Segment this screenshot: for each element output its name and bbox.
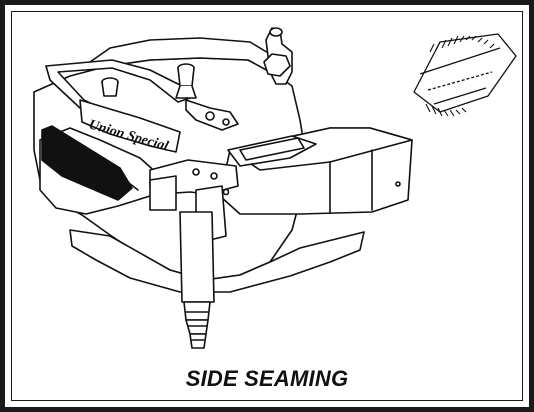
folder-tube-tip <box>185 319 209 335</box>
folder-arm <box>149 175 177 211</box>
folder-tube <box>179 211 215 303</box>
folder-tube-end <box>189 333 207 349</box>
bed-screw <box>395 181 401 187</box>
upper-knob-right <box>175 63 197 99</box>
bracket-screw-1 <box>192 168 200 176</box>
bracket-screw-3 <box>222 188 230 196</box>
caption: SIDE SEAMING <box>185 366 349 391</box>
tension-disc-2 <box>222 118 230 126</box>
logo-plate <box>79 99 181 153</box>
arm-shadow <box>41 125 133 201</box>
tension-disc <box>205 111 215 121</box>
upper-knob-left <box>101 77 119 97</box>
thread-spool-right <box>263 53 291 77</box>
bracket-screw-2 <box>210 172 218 180</box>
presser-bar <box>239 137 305 161</box>
folder-tube-lower <box>183 301 211 321</box>
seam-sample-icon <box>413 33 517 117</box>
thread-post-right-cap <box>269 27 283 37</box>
